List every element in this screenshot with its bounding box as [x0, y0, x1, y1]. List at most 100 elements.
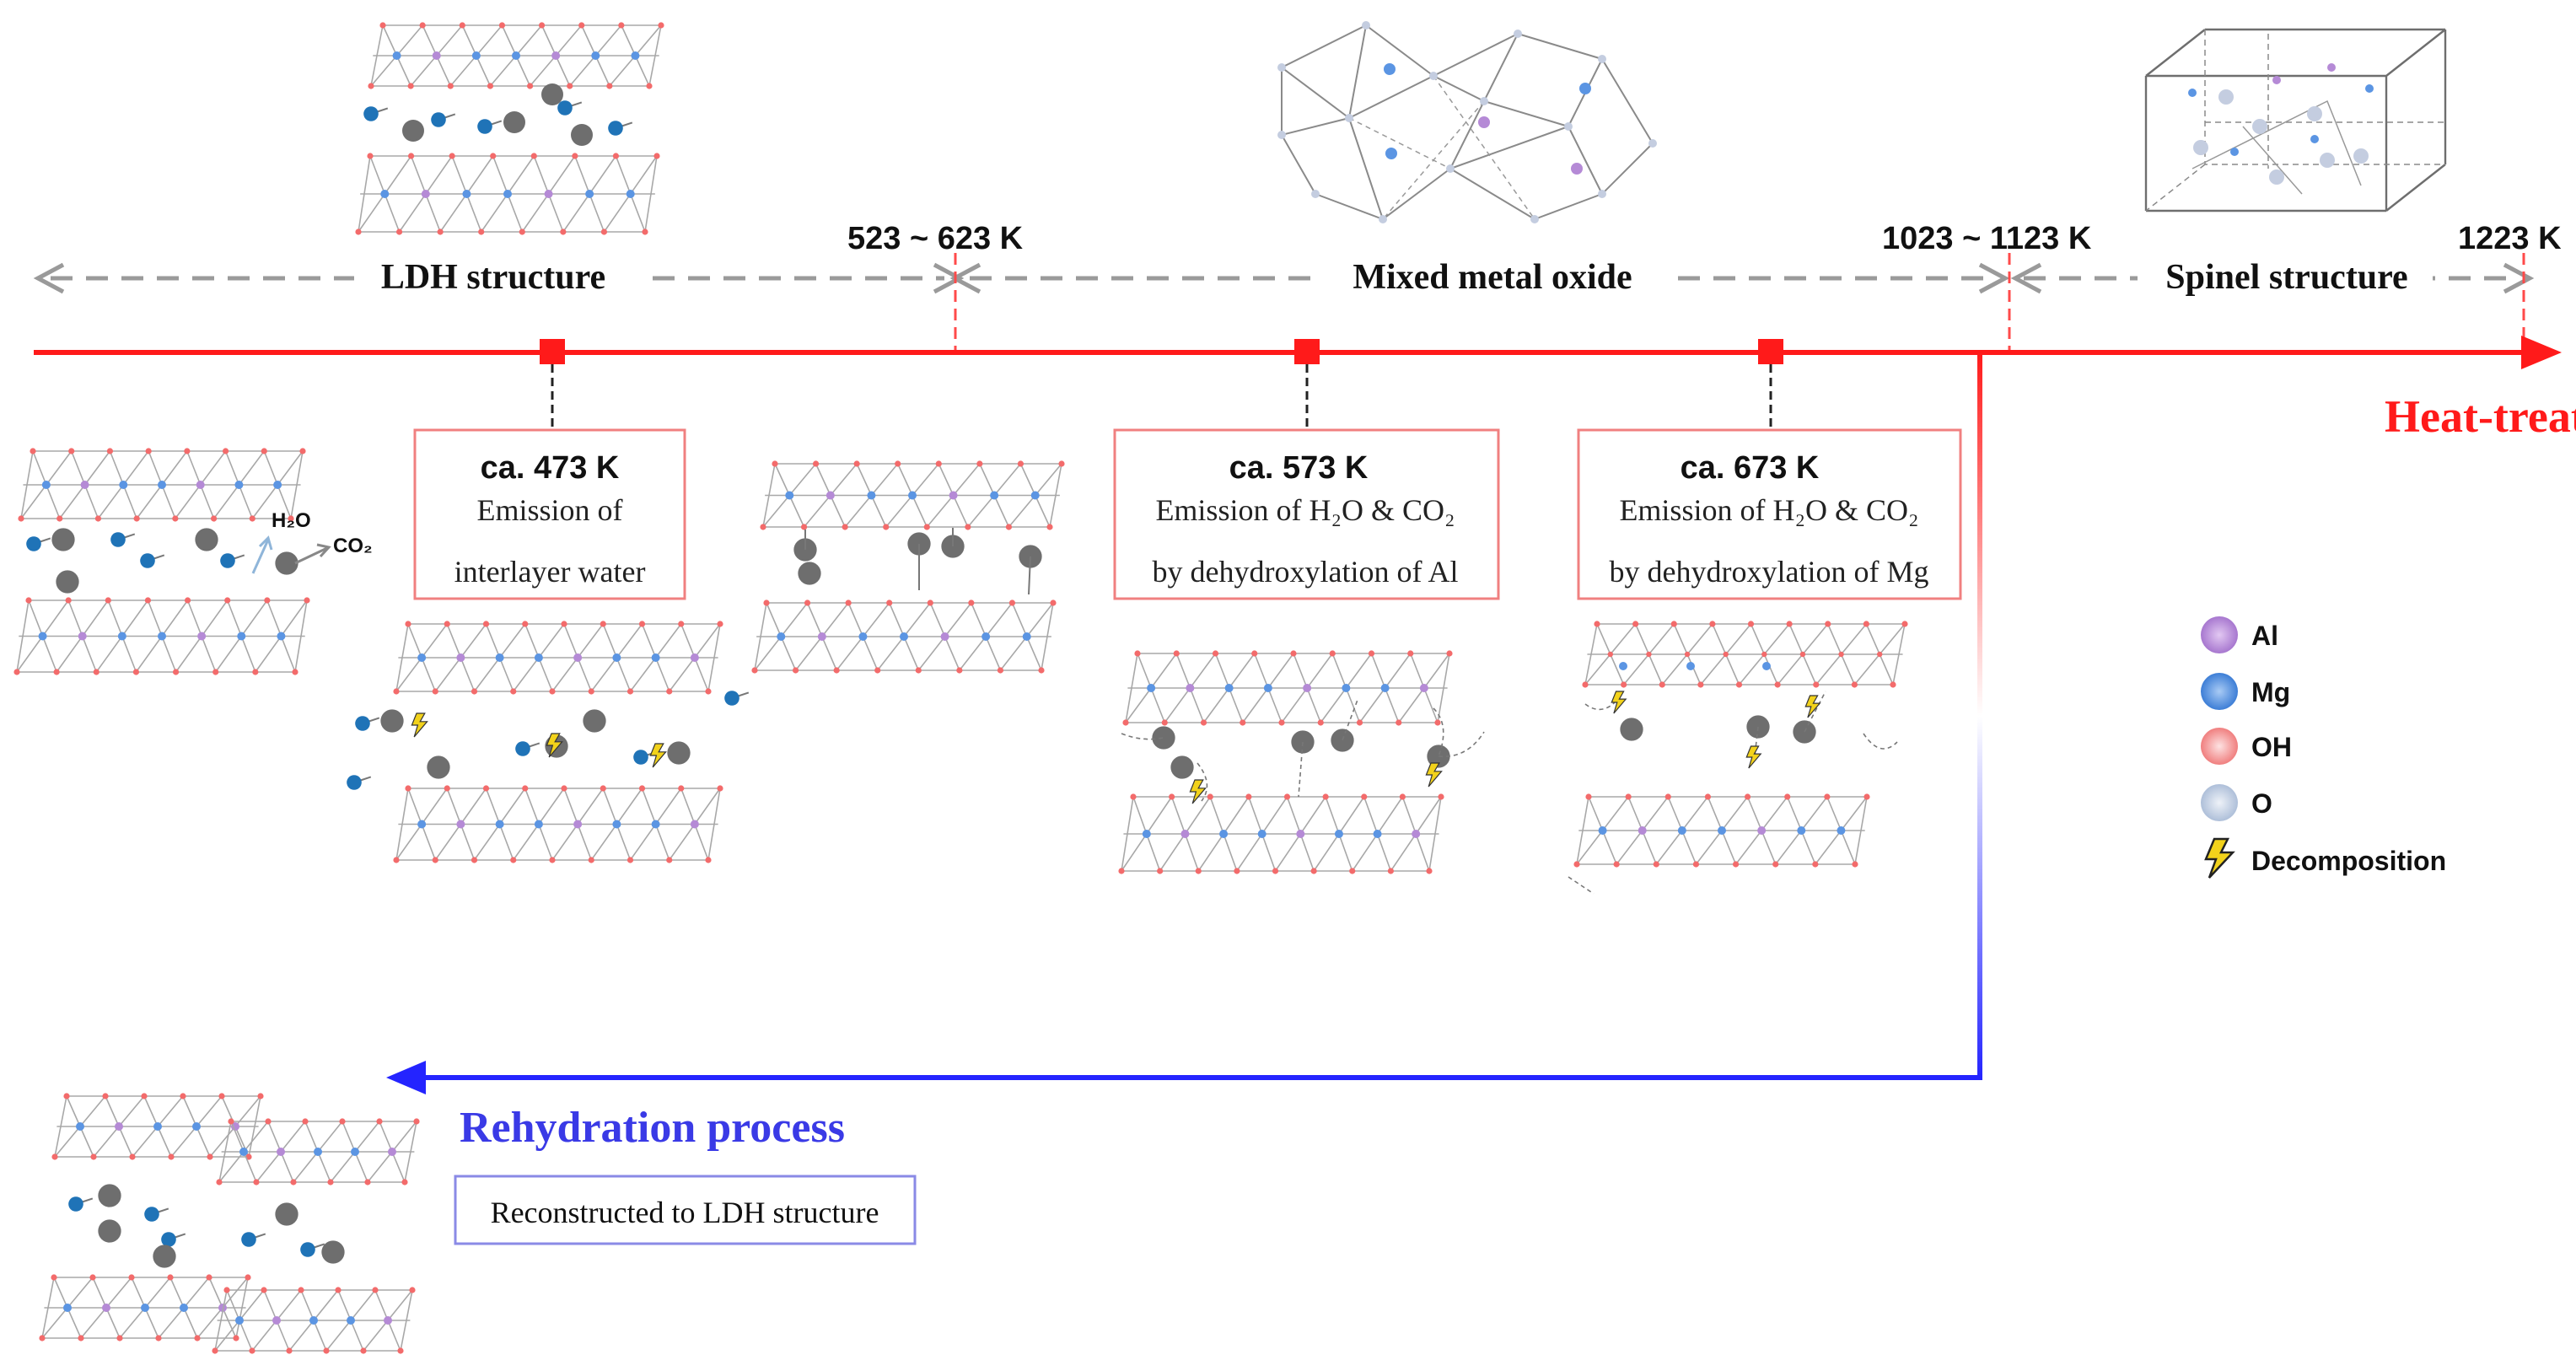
mg-atom	[777, 632, 786, 641]
dehydroxylation-paths	[1568, 691, 1898, 895]
hydroxyl-dot	[94, 515, 102, 522]
mg-atom	[1677, 826, 1686, 835]
hydroxyl-dot	[490, 153, 497, 159]
hydroxyl-dot	[432, 857, 438, 863]
hydroxyl-dot	[1632, 621, 1639, 627]
octahedral-layer	[751, 599, 1057, 674]
hydroxyl-dot	[1290, 650, 1297, 657]
hydroxyl-dot	[405, 785, 411, 792]
stage-2-temp: ca. 573 K	[1229, 450, 1369, 486]
carbonate-ion	[275, 1202, 298, 1226]
hydroxyl-dot	[1824, 793, 1831, 800]
hydroxyl-dot	[1735, 681, 1743, 688]
hydroxyl-dot	[132, 669, 140, 675]
stage-2-line2: by dehydroxylation of Al	[1153, 555, 1459, 589]
hydroxyl-dot	[1825, 621, 1831, 627]
stage-1-box	[413, 428, 686, 600]
hydroxyl-dot	[459, 22, 465, 29]
hydroxyl-dot	[612, 153, 620, 159]
hydroxyl-dot	[638, 785, 646, 792]
hydroxyl-dot	[302, 1118, 309, 1125]
hydroxyl-dot	[1863, 793, 1870, 800]
hydroxyl-dot	[842, 524, 848, 530]
oxygen-atom	[1598, 190, 1606, 198]
hydroxyl-dot	[405, 621, 411, 627]
hydroxyl-dot	[1723, 651, 1729, 658]
hydroxyl-dot	[252, 669, 259, 675]
mg-atom	[626, 190, 635, 198]
carbonate-ion	[98, 1184, 121, 1207]
hydroxyl-dot	[833, 667, 840, 674]
al-atom	[80, 481, 89, 489]
hydroxyl-dot	[1585, 793, 1592, 800]
reconstructed-ldh-illustration	[39, 1093, 420, 1354]
hydroxyl-dot	[567, 83, 573, 89]
hydroxyl-dot	[874, 667, 881, 674]
hydroxyl-dot	[1582, 681, 1589, 688]
spinel-cube-edges	[2144, 28, 2447, 212]
carbonate-ion	[541, 83, 563, 105]
mg-atom	[612, 820, 621, 829]
hydroxyl-dot	[471, 688, 478, 695]
hydroxyl-dot	[618, 22, 625, 29]
oxygen-atom	[1480, 97, 1488, 105]
carbonate-ion	[1620, 718, 1643, 741]
hydroxyl-dot	[144, 597, 152, 604]
hydroxyl-dot	[407, 153, 415, 159]
oxygen-atom	[1429, 72, 1438, 80]
hydroxyl-dot	[658, 22, 664, 29]
oxygen-atom	[2252, 119, 2267, 134]
hydroxyl-dot	[1407, 650, 1414, 657]
hydroxyl-dot	[1008, 599, 1016, 606]
hydroxyl-dot	[968, 599, 975, 606]
mg-atom	[417, 820, 427, 829]
al-atom	[544, 190, 553, 198]
mg-atom	[2188, 89, 2197, 97]
mg-atom	[1385, 148, 1397, 159]
carbonate-ion	[667, 741, 691, 765]
hydroxyl-dot	[1747, 621, 1755, 627]
hydroxyl-dot	[102, 1093, 109, 1099]
hydroxyl-dot	[653, 153, 660, 159]
mg-atom	[153, 1122, 162, 1131]
mg-atom	[2310, 135, 2319, 143]
al-atom	[197, 632, 207, 641]
al-atom	[940, 632, 949, 641]
mg-atom	[1263, 684, 1272, 692]
hydroxyl-dot	[444, 621, 450, 627]
oxygen-atom	[1514, 30, 1522, 38]
hydroxyl-dot	[360, 1347, 367, 1354]
hydroxyl-dot	[561, 621, 567, 627]
hydroxyl-dot	[1876, 651, 1883, 658]
mg-atom	[63, 1304, 72, 1312]
mg-atom	[1797, 826, 1806, 835]
mg-atom	[1224, 684, 1234, 692]
hydroxyl-dot	[845, 599, 852, 606]
hydroxyl-dot	[51, 1274, 57, 1281]
gas-release-arrows	[251, 535, 331, 574]
mg-atom	[417, 653, 427, 662]
hydroxyl-dot	[290, 1179, 297, 1186]
stage-1-line2: interlayer water	[454, 555, 646, 589]
hydroxyl-dot	[1852, 861, 1858, 868]
octahedral-layer	[368, 22, 664, 89]
hydroxyl-dot	[447, 83, 454, 89]
al-atom	[272, 1316, 281, 1325]
hydroxyl-dot	[395, 228, 403, 235]
hydroxyl-dot	[212, 669, 219, 675]
al-atom	[1478, 116, 1490, 128]
hydroxyl-dot	[956, 667, 963, 674]
hydroxyl-dot	[63, 1093, 70, 1099]
hydroxyl-dot	[105, 597, 111, 604]
oxygen-atom	[2218, 89, 2234, 105]
legend: Al Mg OH O Decomposition	[2201, 616, 2446, 879]
hydroxyl-dot	[1851, 681, 1858, 688]
mg-atom	[314, 1148, 322, 1156]
octahedral-layer	[760, 460, 1065, 530]
oxygen-atom	[2193, 140, 2208, 155]
hydroxyl-dot	[1664, 793, 1671, 800]
stage-2: ca. 573 K Emission of H₂O & CO₂ by dehyd…	[1113, 339, 1500, 600]
hydroxyl-dot	[895, 460, 901, 467]
hydroxyl-dot	[1399, 793, 1406, 800]
oxygen-atom	[2320, 153, 2335, 168]
